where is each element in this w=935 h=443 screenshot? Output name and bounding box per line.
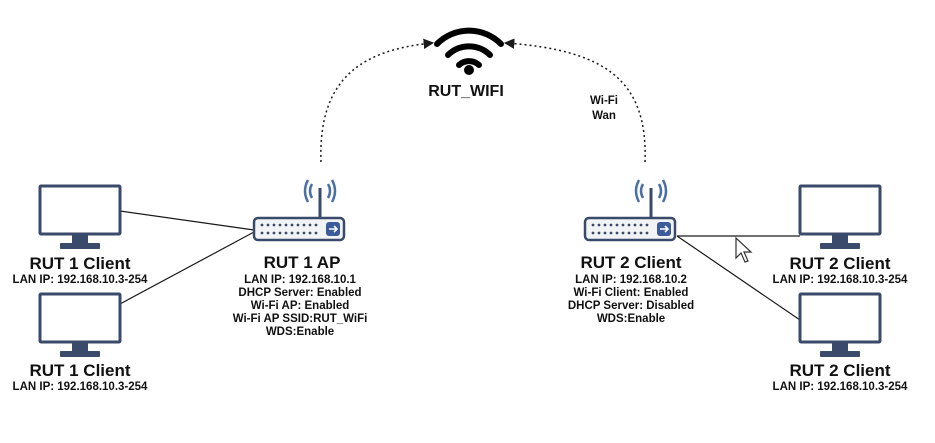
link-rut1-bottom-client: [119, 231, 255, 305]
wifi-ssid-label: RUT_WIFI: [428, 83, 504, 100]
rut1-detail-wifi-ap: Wi-Fi AP: Enabled: [251, 300, 350, 312]
rut2-bottom-client-ip: LAN IP: 192.168.10.3-254: [773, 381, 908, 393]
rut2-detail-wifi-client: Wi-Fi Client: Enabled: [574, 287, 689, 299]
rut2-detail-wds: WDS:Enable: [597, 313, 665, 325]
link-rut2-bottom-client: [676, 235, 801, 321]
rut2-bottom-client-monitor-icon: [798, 292, 882, 359]
rut1-detail-lan-ip: LAN IP: 192.168.10.1: [244, 274, 356, 286]
rut2-client-title: RUT 2 Client: [580, 253, 681, 272]
wireless-link-rut2: [503, 38, 646, 163]
wifi-icon: [434, 27, 504, 75]
rut1-top-client-monitor-icon: [38, 184, 122, 251]
link-rut1-top-client: [119, 210, 255, 231]
wan-label-line1: Wi-Fi: [590, 95, 618, 107]
rut2-detail-dhcp: DHCP Server: Disabled: [568, 300, 694, 312]
mouse-cursor-icon: [735, 236, 753, 263]
rut1-detail-wds: WDS:Enable: [266, 326, 334, 338]
rut1-bottom-client-monitor-icon: [38, 292, 122, 359]
rut1-router-icon: [252, 178, 346, 242]
rut1-top-client-ip: LAN IP: 192.168.10.3-254: [13, 274, 148, 286]
wan-label-line2: Wan: [592, 110, 616, 122]
rut2-bottom-client-title: RUT 2 Client: [789, 361, 890, 380]
rut1-bottom-client-ip: LAN IP: 192.168.10.3-254: [13, 381, 148, 393]
rut2-top-client-ip: LAN IP: 192.168.10.3-254: [773, 274, 908, 286]
rut2-top-client-monitor-icon: [798, 184, 882, 251]
rut1-top-client-title: RUT 1 Client: [29, 254, 130, 273]
rut1-detail-dhcp: DHCP Server: Enabled: [238, 287, 361, 299]
rut2-router-icon: [583, 178, 677, 242]
rut1-detail-ssid: Wi-Fi AP SSID:RUT_WiFi: [233, 313, 368, 325]
wireless-link-rut1: [320, 38, 435, 163]
rut2-top-client-title: RUT 2 Client: [789, 254, 890, 273]
rut1-ap-title: RUT 1 AP: [264, 253, 341, 272]
rut2-detail-lan-ip: LAN IP: 192.168.10.2: [575, 274, 687, 286]
rut1-bottom-client-title: RUT 1 Client: [29, 361, 130, 380]
